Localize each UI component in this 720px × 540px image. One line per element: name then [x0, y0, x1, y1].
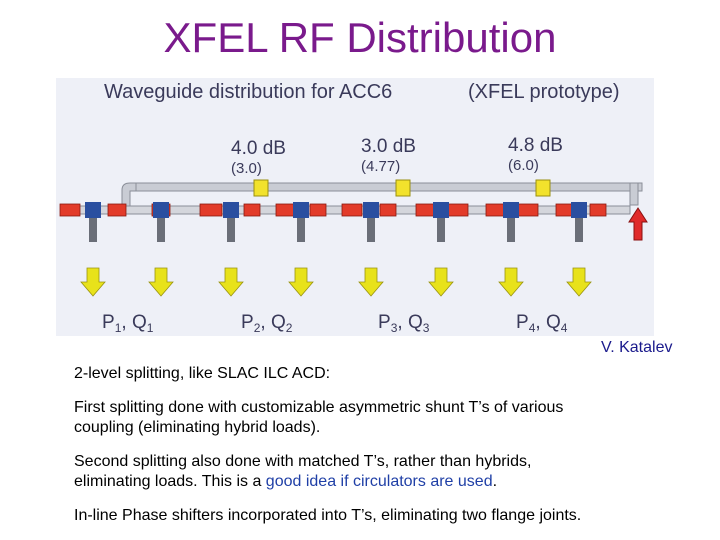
diagram-heading-left: Waveguide distribution for ACC6 — [104, 81, 392, 103]
coupler-db-label: 4.0 dB — [231, 138, 286, 159]
upper-waveguide — [133, 182, 643, 192]
note-line: First splitting done with customizable a… — [74, 399, 564, 416]
coupler-db-label: 3.0 dB — [361, 136, 416, 157]
rf-input-arrow — [628, 207, 648, 241]
note-line: coupling (eliminating hybrid loads). — [74, 419, 321, 436]
tee-4 — [293, 202, 309, 242]
tee-7 — [503, 202, 519, 242]
note-text: eliminating loads. This is a — [74, 473, 266, 490]
note-paragraph-2: Second splitting also done with matched … — [74, 452, 531, 492]
shunt-tees — [85, 202, 587, 242]
power-output-arrows — [80, 267, 592, 297]
author-credit: V. Katalev — [601, 339, 673, 356]
coupler-sub-label: (3.0) — [231, 160, 262, 177]
note-paragraph-1: First splitting done with customizable a… — [74, 398, 563, 438]
note-highlight: good idea if circulators are used — [265, 473, 493, 490]
notes-heading: 2-level splitting, like SLAC ILC ACD: — [74, 365, 331, 382]
waveguide-bend — [629, 182, 639, 206]
coupler-sub-label: (6.0) — [508, 157, 539, 174]
slide-title: XFEL RF Distribution — [163, 14, 557, 61]
tee-5 — [363, 202, 379, 242]
coupler-db-label: 4.8 dB — [508, 135, 563, 156]
note-line: eliminating loads. This is a good idea i… — [74, 472, 531, 492]
tee-2 — [153, 202, 169, 242]
port-label: P2, Q2 — [241, 312, 293, 335]
note-paragraph-3: In-line Phase shifters incorporated into… — [74, 507, 582, 524]
tee-1 — [85, 202, 101, 242]
waveguide-diagram-svg: Waveguide distribution for ACC6 (XFEL pr… — [59, 81, 648, 335]
hybrid-coupler — [395, 179, 411, 197]
port-label: P3, Q3 — [378, 312, 430, 335]
waveguide-bend — [121, 182, 137, 209]
note-text: . — [492, 473, 498, 490]
port-label: P1, Q1 — [102, 312, 154, 335]
waveguide-diagram: Waveguide distribution for ACC6 (XFEL pr… — [56, 78, 654, 336]
hybrid-coupler — [535, 179, 551, 197]
diagram-heading-right: (XFEL prototype) — [468, 81, 620, 103]
tee-3 — [223, 202, 239, 242]
note-line: Second splitting also done with matched … — [74, 453, 532, 470]
port-label: P4, Q4 — [516, 312, 568, 335]
coupler-sub-label: (4.77) — [361, 158, 400, 175]
hybrid-coupler — [253, 179, 269, 197]
tee-8 — [571, 202, 587, 242]
tee-6 — [433, 202, 449, 242]
